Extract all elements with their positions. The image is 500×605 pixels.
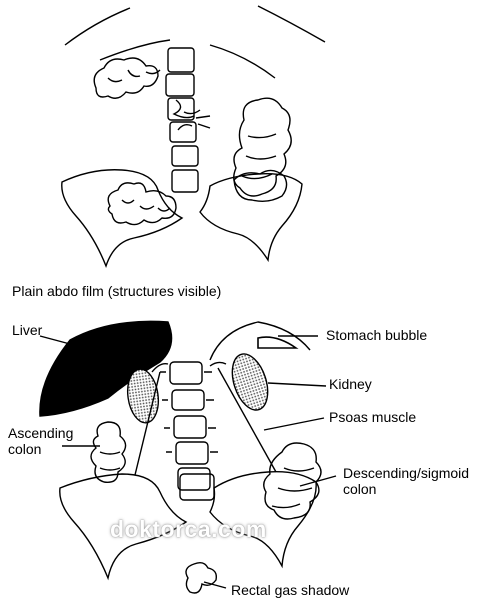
label-ascending-colon: Ascending colon <box>8 425 74 457</box>
pelvis-left <box>59 473 188 581</box>
diaphragm-right <box>209 44 276 79</box>
diagram-caption: Plain abdo film (structures visible) <box>12 283 222 299</box>
label-stomach-bubble: Stomach bubble <box>326 327 428 343</box>
top-descending-colon <box>233 97 292 197</box>
label-kidney: Kidney <box>329 376 372 392</box>
pointer-psoas <box>263 417 325 431</box>
rib-line-right <box>257 5 326 43</box>
psoas-right <box>217 367 277 473</box>
top-xray-sketch <box>61 5 326 269</box>
label-liver: Liver <box>12 322 43 338</box>
pointer-liver <box>39 335 71 345</box>
bottom-spine <box>160 361 218 501</box>
top-pelvis-left <box>61 169 184 269</box>
top-pelvis-right <box>199 173 303 263</box>
pelvis-right <box>209 471 317 569</box>
label-psoas-muscle: Psoas muscle <box>329 409 417 425</box>
pointer-rectal <box>203 581 227 589</box>
top-sigmoid-gas <box>233 169 288 203</box>
kidney-right <box>231 353 269 411</box>
rectal-gas-shape <box>185 561 218 594</box>
pointer-descending <box>299 475 337 487</box>
rib-line-left <box>64 7 131 46</box>
stomach-bubble-shape <box>257 336 299 349</box>
top-caecum-gas <box>107 182 177 226</box>
top-spine <box>165 47 211 193</box>
label-descending-sigmoid-colon: Descending/sigmoid colon <box>343 465 470 497</box>
top-hepatic-flexure <box>93 57 159 99</box>
diaphragm-left <box>99 39 171 61</box>
descending-colon-shape <box>263 442 322 520</box>
psoas-left <box>134 371 161 476</box>
label-rectal-gas-shadow: Rectal gas shadow <box>231 582 350 598</box>
pointer-kidney <box>267 382 327 387</box>
watermark: doktorca.com <box>110 516 267 542</box>
ascending-colon-shape <box>90 421 127 483</box>
stomach-outline <box>209 321 311 361</box>
